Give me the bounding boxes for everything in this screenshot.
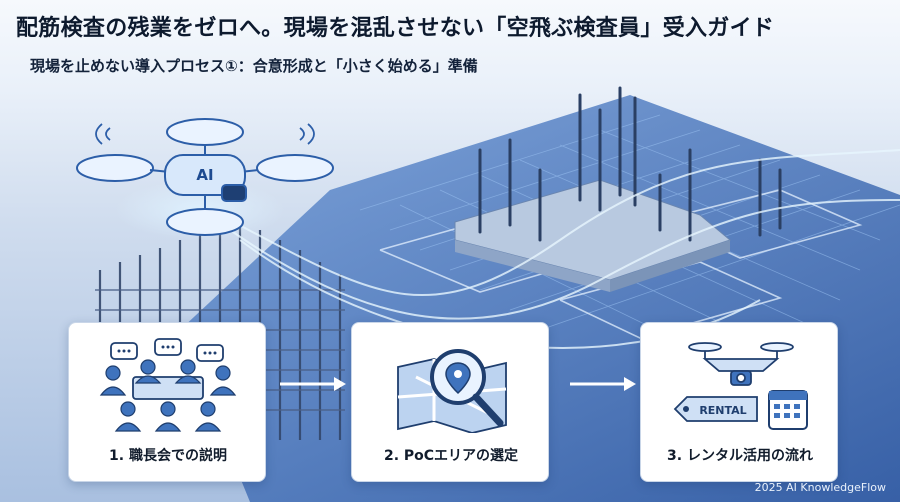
meeting-people-icon <box>99 338 237 432</box>
page-title: 配筋検査の残業をゼロへ。現場を混乱させない「空飛ぶ検査員」受入ガイド <box>16 16 775 41</box>
copyright-credit: 2025 AI KnowledgeFlow <box>754 481 886 494</box>
rental-tag: RENTAL <box>699 404 746 417</box>
map-magnifier-icon <box>397 349 507 433</box>
drone-rental-calendar-icon: RENTAL <box>673 342 808 430</box>
arrow-right-icon <box>280 377 346 391</box>
step-card-3: RENTAL 3. レンタル活用の流れ <box>640 322 838 482</box>
ai-drone <box>76 118 334 236</box>
step-card-2: 2. PoCエリアの選定 <box>351 322 549 482</box>
step-label-3: 3. レンタル活用の流れ <box>667 448 813 464</box>
step-label-2: 2. PoCエリアの選定 <box>383 448 519 464</box>
step-card-1: 1. 職長会での説明 <box>68 322 266 482</box>
page-subtitle: 現場を止めない導入プロセス①：合意形成と「小さく始める」準備 <box>30 57 478 75</box>
step-label-1: 1. 職長会での説明 <box>109 448 227 464</box>
signal-waves-icon <box>95 123 315 145</box>
drone-ai-badge: AI <box>196 166 213 184</box>
arrow-right-icon <box>570 377 636 391</box>
